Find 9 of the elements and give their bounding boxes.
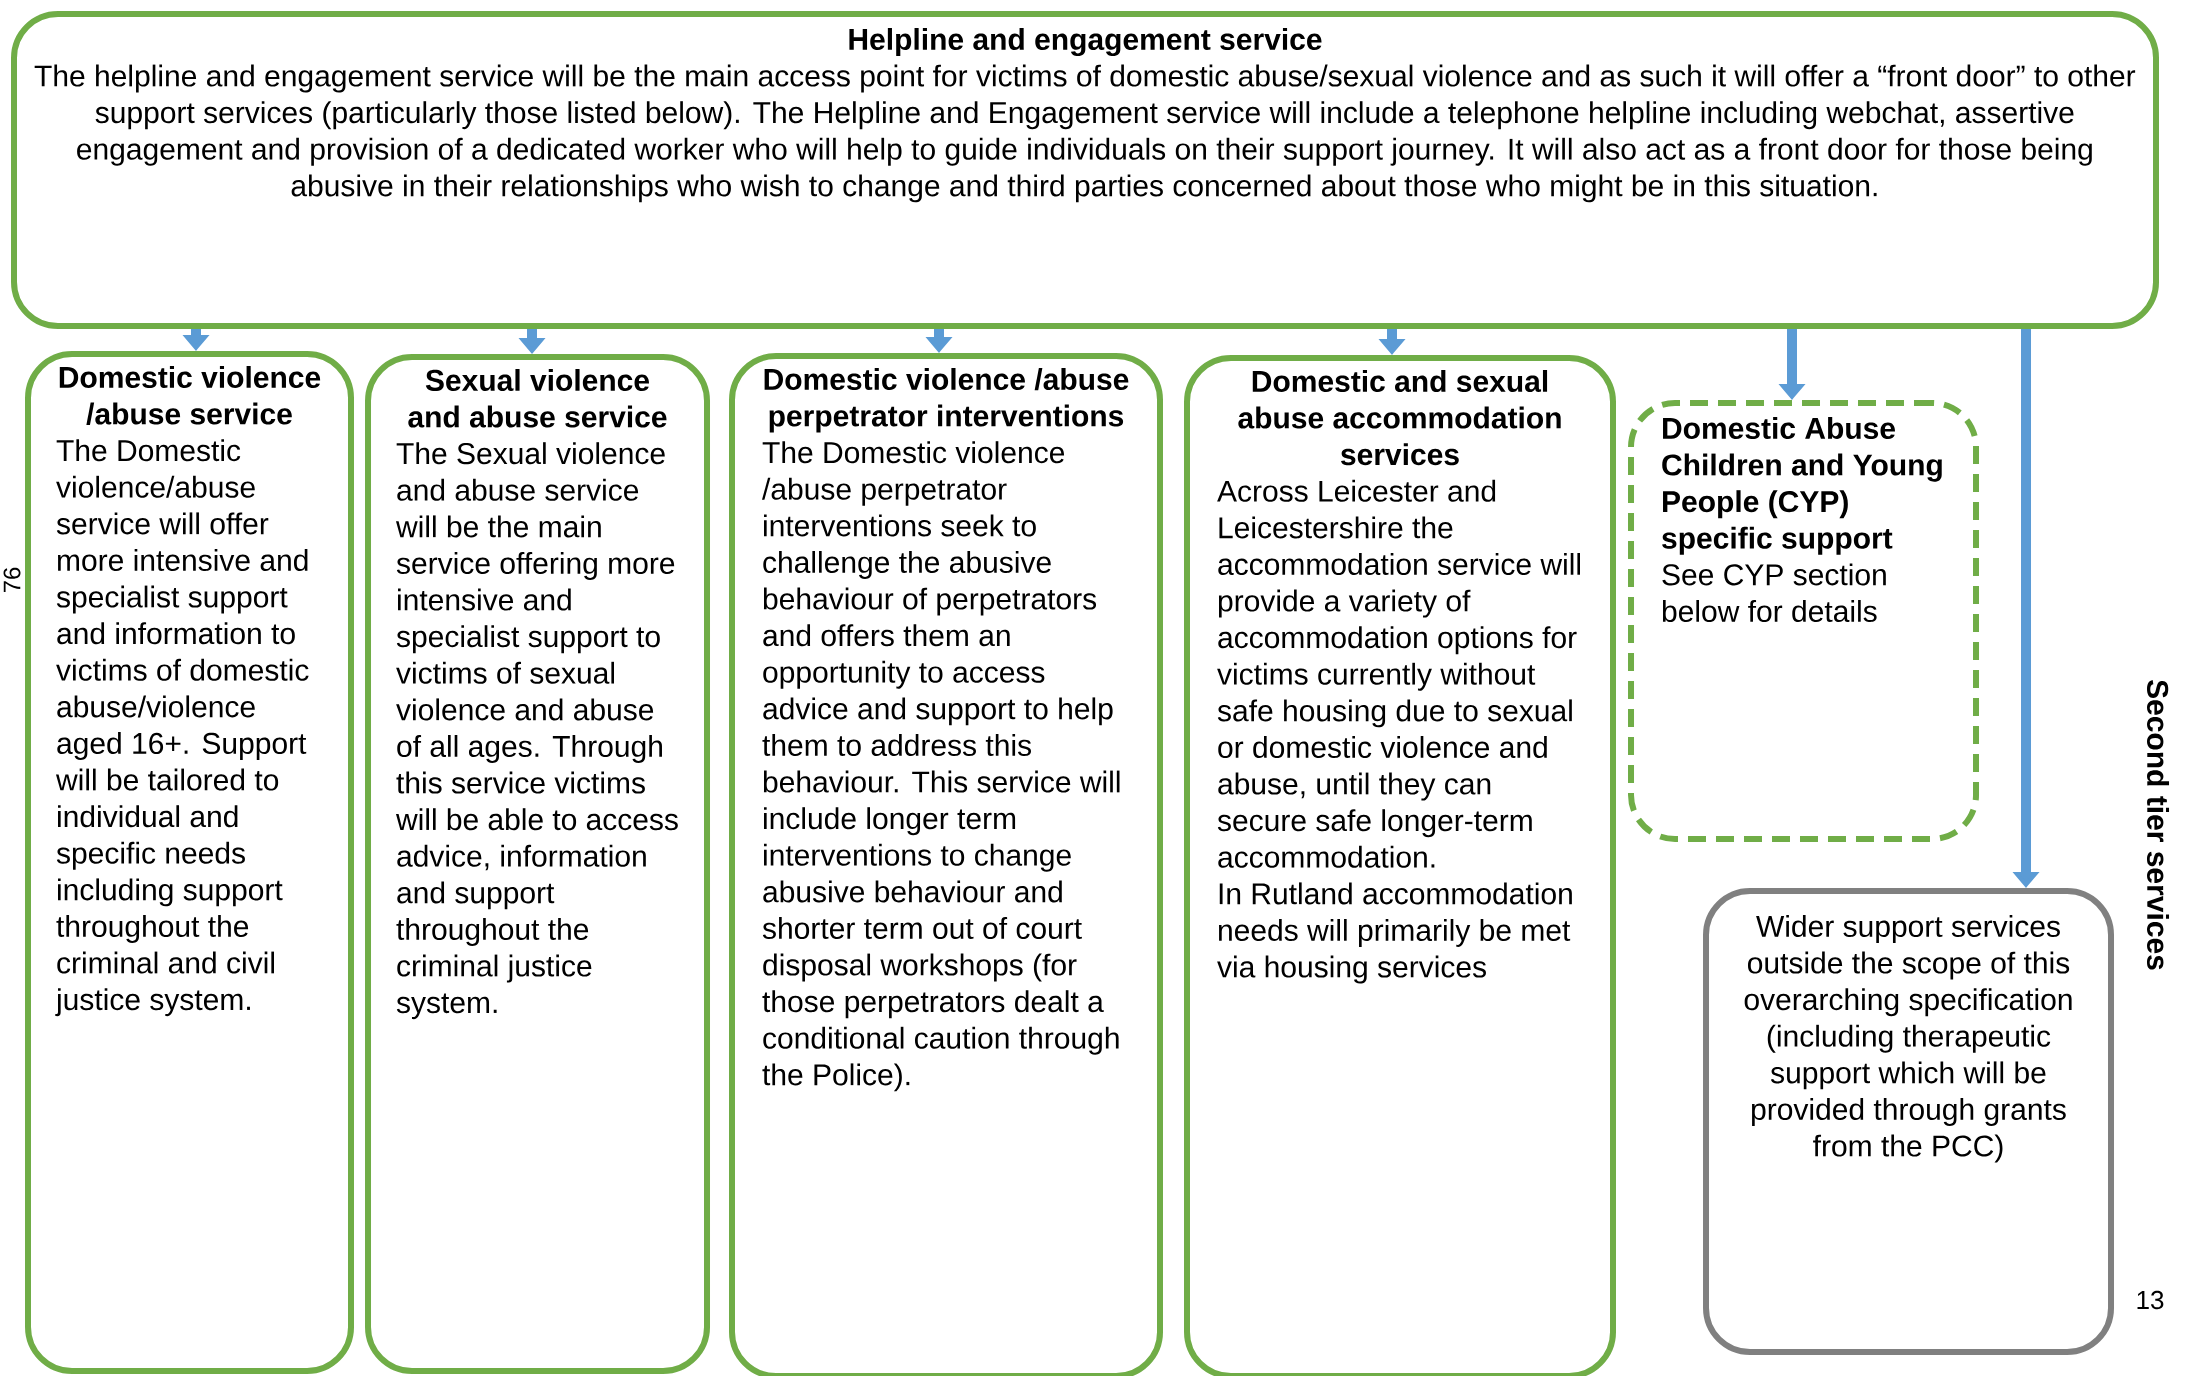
page-number: 13	[2137, 1290, 2164, 1310]
side-heading: Second tier services	[2147, 679, 2170, 970]
helpline-box: Helpline and engagement service The helpline and engagement service will be the main access point for victims of domestic abuse/sexual violence and as such it will offer a “front door” to other support services (particularly those listed below). The Helpline and Engagement service will include a telephone helpline including webchat, assertive engagement and provision of a dedicated worker who will help to guide individuals on their support journey. It will also act as a front door for those being abusive in their relationships who wish to change and third parties concerned about those who might be in this situation.	[11, 11, 2159, 329]
service-box: Domestic Abuse Children and Young People (CYP) specific support See CYP section below for details	[1628, 400, 1979, 842]
service-box: Domestic violence /abuse service The Domestic violence/abuse service will offer more intensive and specialist support and information to victims of domestic abuse/violence aged 16+. Support will be tailored to individual and specific needs including support throughout the criminal and civil justice system.	[25, 351, 354, 1374]
service-box: Sexual violence and abuse service The Sexual violence and abuse service will be the main service offering more intensive and specialist support to victims of sexual violence and abuse of all ages. Through this service victims will be able to access advice, information and support throughout the criminal justice system.	[365, 354, 710, 1374]
service-box: Wider support services outside the scope of this overarching specification (including therapeutic support which will be provided through grants from the PCC)	[1703, 888, 2114, 1355]
service-box: Domestic violence /abuse perpetrator interventions The Domestic violence /abuse perpetrator interventions seek to challenge the abusive behaviour of perpetrators and offers them an opportunity to access advice and support to help them to address this behaviour. This service will include longer term interventions to change abusive behaviour and shorter term out of court disposal workshops (for those perpetrators dealt a conditional caution through the Police).	[729, 353, 1163, 1376]
service-box: Domestic and sexual abuse accommodation services Across Leicester and Leicestershire the accommodation service will provide a variety of accommodation options for victims currently without safe housing due to sexual or domestic violence and abuse, until they can secure safe longer-term accommodation. In Rutland accommodation needs will primarily be met via housing services	[1184, 355, 1616, 1376]
